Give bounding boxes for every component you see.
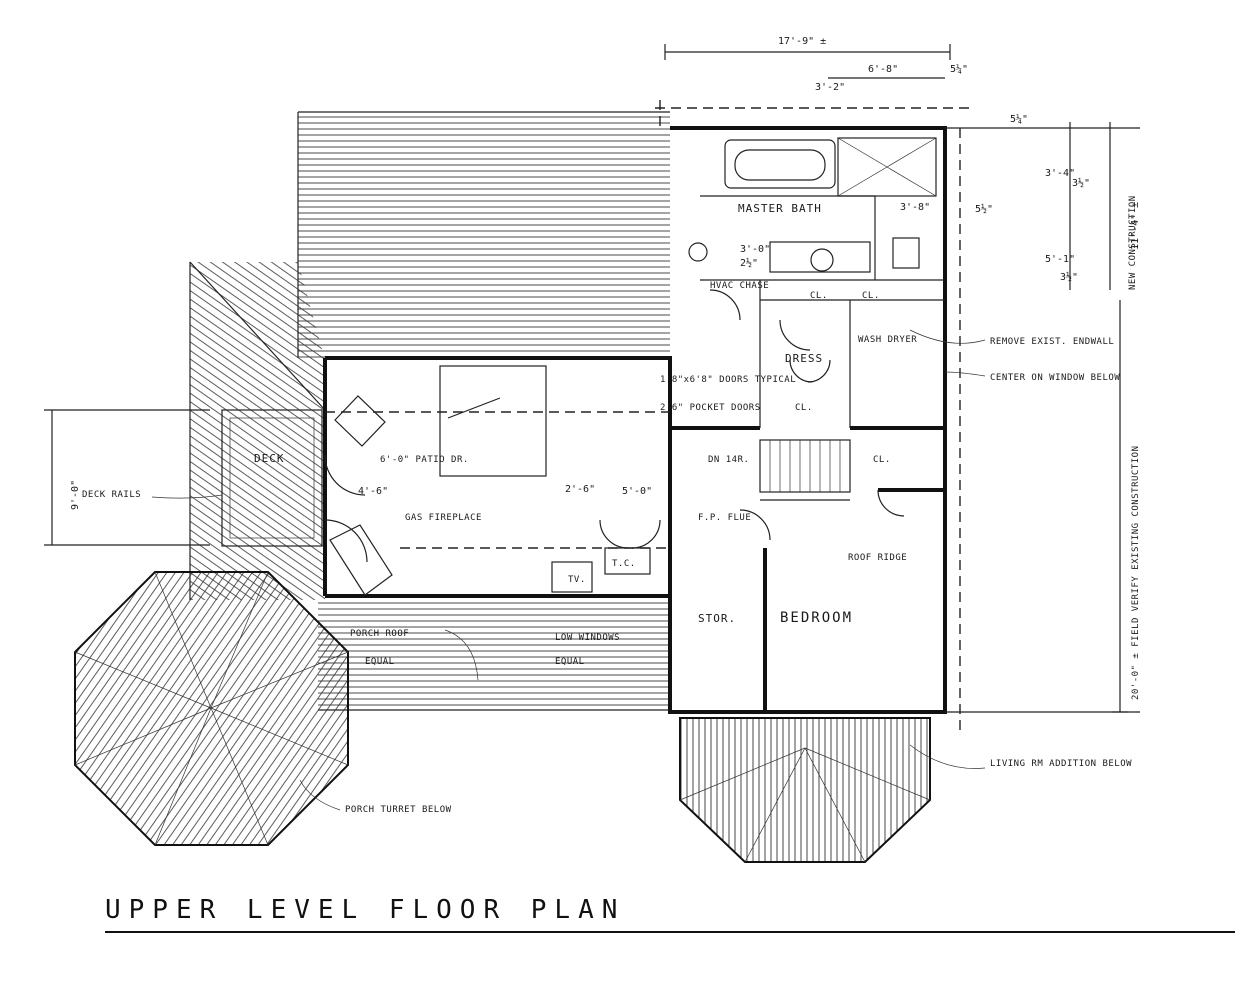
room-deck: DECK (254, 452, 285, 465)
dim-deck-depth: 9'-0" (70, 480, 81, 510)
patio-door-symbol (334, 395, 386, 447)
dim-new-total: 11'-4" ± (1130, 202, 1141, 250)
dim-fireplace-offset: 4'-6" (358, 486, 388, 497)
dim-door-b: 5'-0" (622, 486, 652, 497)
note-equal-b: EQUAL (555, 657, 585, 667)
drawing-title: UPPER LEVEL FLOOR PLAN (105, 895, 625, 925)
note-deck-rails: DECK RAILS (82, 490, 141, 500)
room-tv: TV. (568, 575, 586, 585)
note-fp-flue: F.P. FLUE (698, 513, 751, 523)
dim-top-small: 5¼" (1010, 113, 1028, 125)
dim-depth-a: 5'-1" (1045, 254, 1075, 265)
note-gas-fireplace: GAS FIREPLACE (405, 513, 482, 523)
dim-chase-door: 3'-0" (740, 244, 770, 255)
room-toc: T.C. (612, 559, 636, 569)
shower (837, 137, 937, 197)
note-hvac-chase: HVAC CHASE (710, 281, 769, 291)
porch-roof-hatch (318, 598, 668, 711)
note-center-window: CENTER ON WINDOW BELOW (990, 373, 1120, 383)
toilet (892, 237, 920, 269)
dimension-lines (44, 44, 1140, 713)
room-closet-b: CL. (795, 403, 813, 413)
main-walls (323, 126, 947, 714)
room-closet-d: CL. (862, 291, 880, 301)
room-dress: DRESS (785, 352, 823, 365)
room-bedroom: BEDROOM (780, 610, 853, 626)
note-existing-construction: 20'-0" ± FIELD VERIFY EXISTING CONSTRUCT… (1131, 446, 1141, 701)
room-wash-dryer: WASH DRYER (858, 335, 917, 345)
upper-roof-hatch (297, 111, 670, 358)
dim-right-offset: 5¼" (950, 63, 968, 75)
room-master-bath: MASTER BATH (738, 202, 822, 215)
dim-chase-small: 2½" (740, 257, 758, 269)
deck-area (221, 409, 323, 547)
note-equal-a: EQUAL (365, 657, 395, 667)
note-new-construction: NEW CONSTRUCTION (1128, 195, 1138, 290)
room-closet-a: CL. (810, 291, 828, 301)
note-low-windows: LOW WINDOWS (555, 633, 620, 643)
dim-vanity-width: 3'-8" (900, 202, 930, 213)
note-porch-turret: PORCH TURRET BELOW (345, 805, 452, 815)
living-rm-turret (679, 717, 931, 863)
dim-bath-width: 6'-8" (868, 64, 898, 75)
dim-depth-b: 3½" (1060, 271, 1078, 283)
gas-fireplace (329, 524, 393, 596)
note-patio-door: 6'-0" PATIO DR. (380, 455, 469, 465)
note-living-rm-addition: LIVING RM ADDITION BELOW (990, 759, 1132, 769)
dim-shower-small: 3½" (1072, 177, 1090, 189)
dim-shower-depth: 3'-4" (1045, 168, 1075, 179)
note-pocket-doors: 2'6" POCKET DOORS (660, 403, 761, 413)
leader-lines (151, 329, 986, 811)
dim-left-offset: 3'-2" (815, 82, 845, 93)
room-closet-c: CL. (873, 455, 891, 465)
note-dn-stairs: DN 14R. (708, 455, 749, 465)
vanity-sinks (688, 241, 871, 273)
room-stor: STOR. (698, 612, 736, 625)
note-doors-typical: 1'8"x6'8" DOORS TYPICAL (660, 375, 796, 385)
left-gable-roof (189, 261, 326, 600)
porch-turret-octagon (74, 571, 349, 846)
note-remove-endwall: REMOVE EXIST. ENDWALL (990, 337, 1114, 347)
stairs (759, 439, 851, 493)
living-room-rectangle (439, 365, 651, 593)
dim-overall-width: 17'-9" ± (778, 36, 826, 47)
dim-door-a: 2'-6" (565, 484, 595, 495)
dim-vanity-small: 5½" (975, 203, 993, 215)
note-roof-ridge: ROOF RIDGE (848, 553, 907, 563)
door-swings (324, 289, 905, 563)
note-porch-roof: PORCH ROOF (350, 629, 409, 639)
bathtub (724, 139, 836, 189)
